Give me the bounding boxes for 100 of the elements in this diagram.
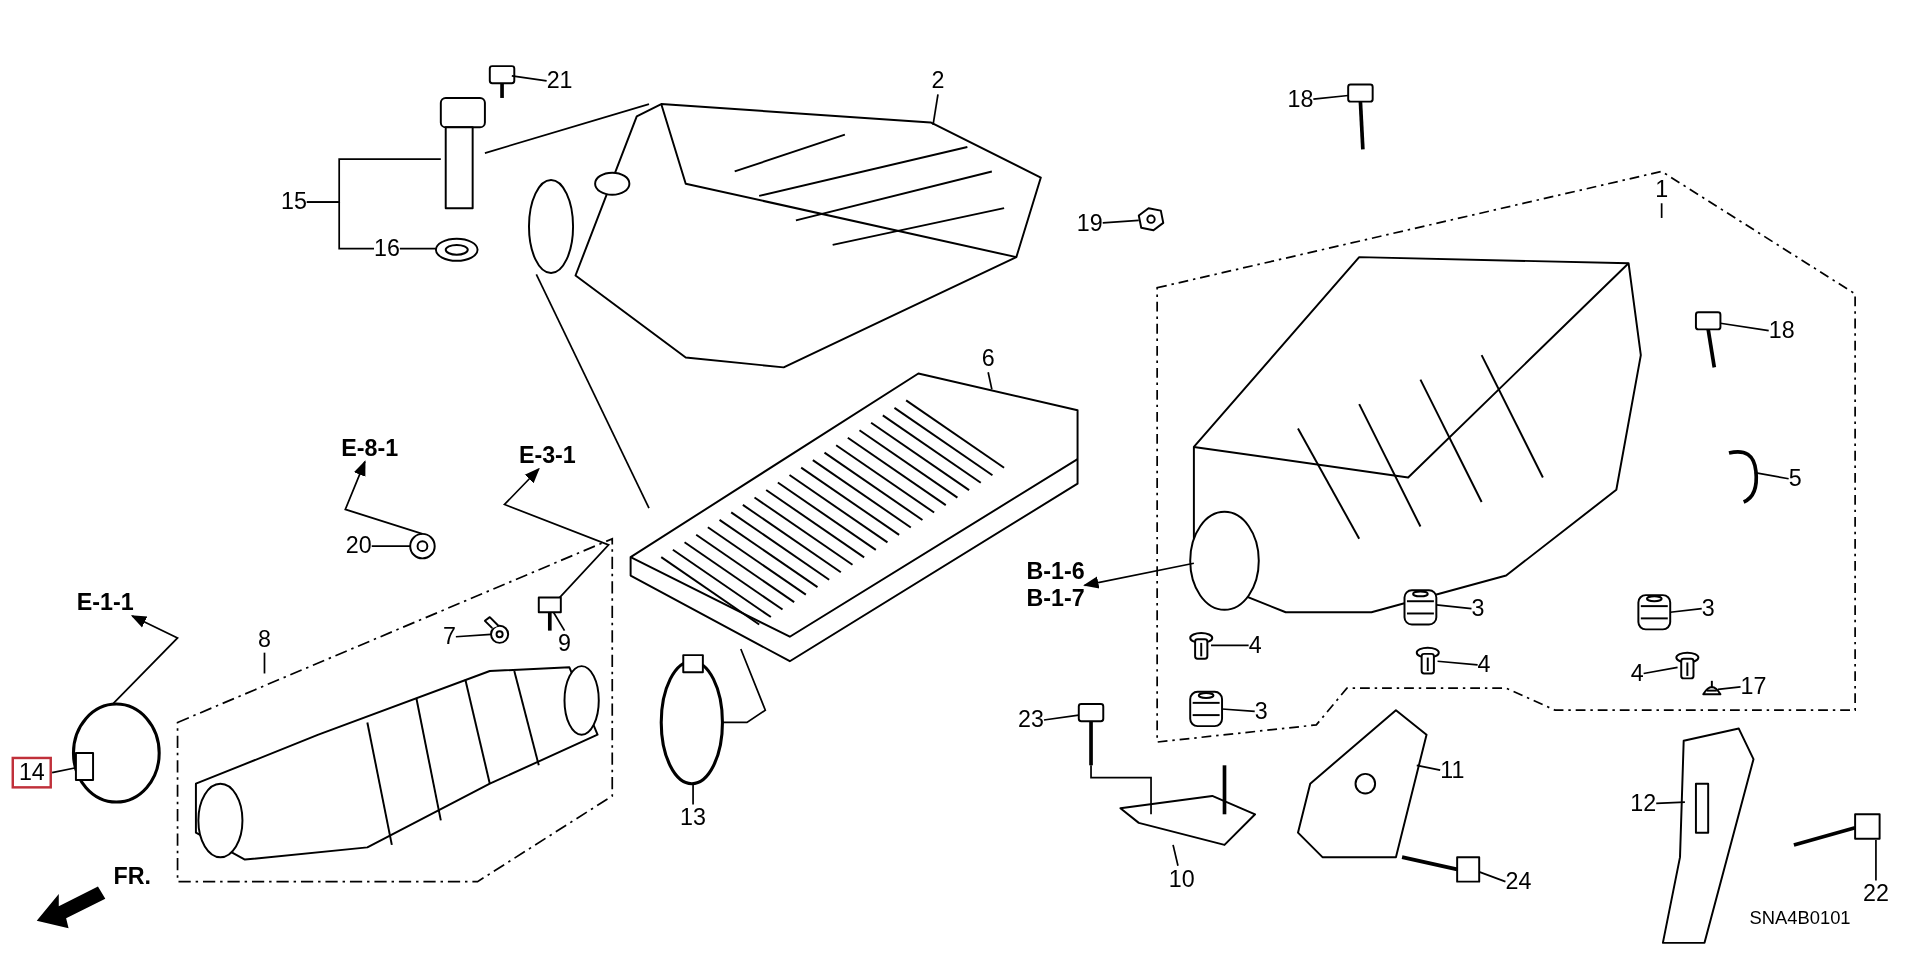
leader-line: [1435, 604, 1473, 610]
bolt-drawing: [1694, 311, 1722, 368]
collar-drawing: [1415, 646, 1440, 675]
reference-label: B-1-7: [1026, 585, 1085, 613]
callout-number: 5: [1788, 465, 1802, 493]
callout-number: 11: [1440, 756, 1465, 784]
leader-line: [1717, 686, 1742, 691]
leader-line: [1436, 660, 1479, 666]
callout-number: 15: [280, 188, 307, 216]
callout-number: 16: [374, 235, 400, 263]
clip-drawing: [483, 616, 510, 644]
arrow: [344, 460, 424, 535]
grommet-drawing: [1637, 594, 1672, 631]
leader-line: [305, 201, 375, 250]
callout-number: 3: [1471, 595, 1485, 623]
collar-drawing: [1702, 679, 1722, 696]
leader-line: [692, 782, 694, 806]
grommet-drawing: [1403, 589, 1438, 626]
air-cleaner-housing-drawing: [1189, 256, 1642, 614]
leader-line: [552, 611, 566, 632]
nut-drawing: [1137, 207, 1165, 232]
hose-clip-drawing: [409, 532, 436, 560]
air-cleaner-cover-drawing: [528, 103, 1042, 369]
hose-clamp-drawing: [71, 702, 161, 804]
callout-number: 24: [1505, 868, 1532, 896]
leader-line: [1312, 94, 1350, 101]
leader-line: [455, 633, 492, 638]
leader-line: [370, 545, 412, 547]
direction-label: FR.: [113, 863, 151, 891]
collar-drawing: [1189, 632, 1214, 660]
callout-number: 6: [981, 345, 995, 373]
callout-number: 20: [345, 532, 372, 560]
valve-drawing: [537, 596, 562, 631]
bolt-drawing: [1793, 813, 1881, 847]
leader-line: [1101, 219, 1140, 224]
bolt-drawing: [1401, 855, 1481, 883]
reference-label: B-1-6: [1026, 558, 1085, 586]
callout-number: 18: [1287, 85, 1314, 113]
leader-line: [1875, 839, 1877, 882]
arrow: [111, 615, 179, 705]
bolt-drawing: [1347, 83, 1374, 150]
callout-number: 14: [11, 756, 53, 789]
bracket-drawing: [1297, 709, 1428, 859]
callout-number: 10: [1168, 865, 1195, 893]
leader-line: [399, 247, 437, 250]
clip-drawing: [1728, 450, 1759, 504]
callout-number: 4: [1248, 631, 1262, 659]
leader-line: [721, 648, 767, 724]
arrow: [1083, 562, 1195, 589]
callout-number: 23: [1018, 706, 1044, 734]
callout-number: 12: [1630, 789, 1657, 817]
leader-line: [263, 651, 266, 675]
seal-ring-drawing: [434, 237, 479, 262]
arrow: [503, 467, 611, 599]
leader-line: [1172, 844, 1179, 867]
reference-label: E-1-1: [76, 589, 134, 616]
grommet-drawing: [1189, 690, 1224, 728]
leader-line: [511, 75, 548, 82]
callout-number: 3: [1701, 595, 1715, 623]
callout-number: 8: [258, 625, 271, 653]
bolt-drawing: [488, 65, 516, 98]
leader-line: [1660, 202, 1663, 219]
leader-line: [1478, 871, 1507, 883]
leader-line: [1655, 801, 1686, 805]
diagram-code: SNA4B0101: [1749, 906, 1851, 931]
bracket-drawing: [1119, 765, 1257, 846]
leader-line: [932, 93, 939, 126]
leader-line: [51, 766, 77, 774]
bolt-drawing: [1077, 703, 1105, 766]
reference-label: E-8-1: [341, 434, 399, 462]
leader-line: [484, 103, 650, 154]
leader-line: [1753, 471, 1790, 480]
callout-number: 21: [546, 67, 573, 95]
callout-number: 4: [1630, 660, 1644, 687]
callout-number: 7: [442, 623, 456, 651]
leader-line: [1043, 714, 1080, 721]
callout-number: 18: [1768, 317, 1795, 345]
callout-number: 9: [558, 630, 571, 658]
leader-line: [1719, 322, 1770, 332]
leader-line: [1210, 644, 1250, 647]
leader-line: [535, 273, 650, 510]
leader-line: [1669, 607, 1703, 614]
intake-tube-drawing: [194, 665, 600, 861]
callout-number: 2: [931, 67, 945, 95]
airflow-sensor-drawing: [439, 96, 486, 210]
callout-number: 19: [1076, 210, 1103, 238]
callout-number: 4: [1477, 651, 1491, 679]
collar-drawing: [1675, 651, 1700, 680]
leader-line: [1090, 764, 1152, 816]
leader-line: [1415, 764, 1442, 772]
leader-line: [1221, 708, 1256, 713]
callout-number: 22: [1863, 880, 1889, 908]
leader-line: [987, 371, 993, 391]
callout-number: 1: [1655, 176, 1669, 204]
callout-number: 13: [680, 804, 706, 832]
leader-line: [1642, 666, 1679, 675]
hose-clamp-drawing: [659, 654, 724, 786]
callout-number: 17: [1740, 673, 1767, 701]
reference-label: E-3-1: [518, 442, 576, 469]
callout-number: 3: [1254, 697, 1268, 725]
